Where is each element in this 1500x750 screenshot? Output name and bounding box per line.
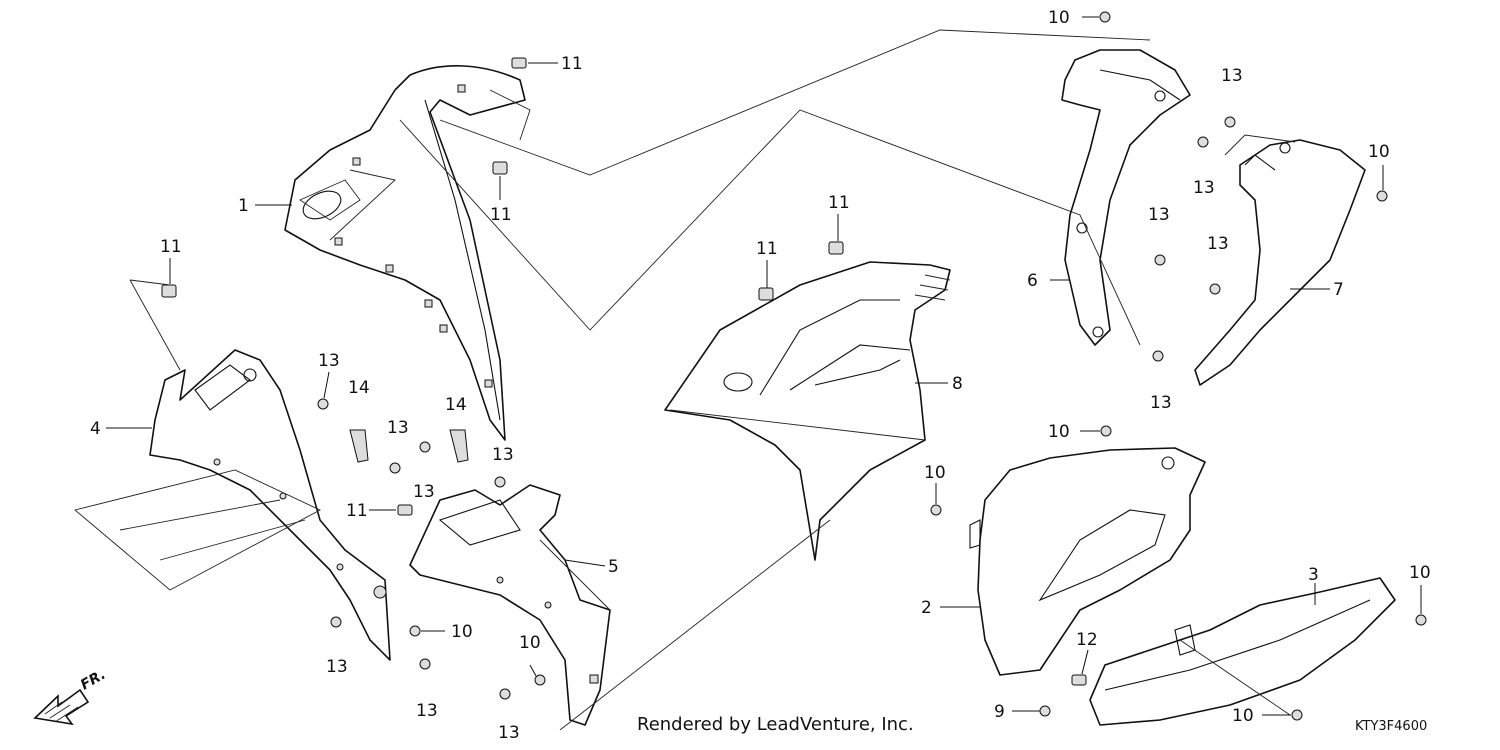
part-6-upper-bracket[interactable]	[1061, 49, 1191, 346]
label-13: 13	[1193, 178, 1215, 198]
front-arrow-icon	[33, 688, 90, 726]
fasteners	[161, 11, 1427, 721]
label-13: 13	[492, 445, 514, 465]
label-10: 10	[451, 622, 473, 642]
callout-labels: 1 4 5 8 6 7 2 3 9 12 11 11 11 11 11 11 1…	[90, 8, 1431, 743]
label-11: 11	[346, 501, 368, 521]
part-3-under-cowl[interactable]	[1089, 577, 1396, 726]
part-5-lower-panel[interactable]	[409, 484, 611, 726]
label-part-1: 1	[238, 196, 249, 216]
label-13: 13	[387, 418, 409, 438]
label-14: 14	[445, 395, 467, 415]
label-10: 10	[924, 463, 946, 483]
front-label: FR.	[78, 667, 108, 694]
label-10: 10	[1232, 706, 1254, 726]
label-13: 13	[326, 657, 348, 677]
label-part-9: 9	[994, 702, 1005, 722]
label-part-7: 7	[1333, 280, 1344, 300]
label-part-4: 4	[90, 419, 101, 439]
label-13: 13	[1207, 234, 1229, 254]
label-10: 10	[1048, 8, 1070, 28]
label-10: 10	[1048, 422, 1070, 442]
label-13: 13	[416, 701, 438, 721]
label-11: 11	[561, 54, 583, 74]
leader-lines	[106, 16, 1422, 716]
label-13: 13	[498, 723, 520, 743]
diagram-code: KTY3F4600	[1355, 719, 1427, 734]
label-11: 11	[160, 237, 182, 257]
label-11: 11	[490, 205, 512, 225]
part-8-side-cowl[interactable]	[664, 261, 951, 561]
label-part-2: 2	[921, 598, 932, 618]
render-credit: Rendered by LeadVenture, Inc.	[637, 714, 914, 735]
label-part-5: 5	[608, 557, 619, 577]
front-direction-indicator: FR.	[33, 667, 108, 726]
label-13: 13	[1221, 66, 1243, 86]
part-1-upper-cowl[interactable]	[284, 65, 526, 441]
label-part-3: 3	[1308, 565, 1319, 585]
label-14: 14	[348, 378, 370, 398]
label-13: 13	[318, 351, 340, 371]
label-part-6: 6	[1027, 271, 1038, 291]
label-10: 10	[519, 633, 541, 653]
label-13: 13	[413, 482, 435, 502]
part-2-lower-fairing[interactable]	[969, 447, 1206, 676]
label-13: 13	[1148, 205, 1170, 225]
label-10: 10	[1409, 563, 1431, 583]
label-11: 11	[828, 193, 850, 213]
reference-lines	[74, 29, 1296, 731]
part-4-inner-panel[interactable]	[149, 349, 391, 661]
label-10: 10	[1368, 142, 1390, 162]
label-part-8: 8	[952, 374, 963, 394]
label-13: 13	[1150, 393, 1172, 413]
label-11: 11	[756, 239, 778, 259]
part-7-side-cover[interactable]	[1194, 139, 1366, 386]
label-part-12: 12	[1076, 630, 1098, 650]
